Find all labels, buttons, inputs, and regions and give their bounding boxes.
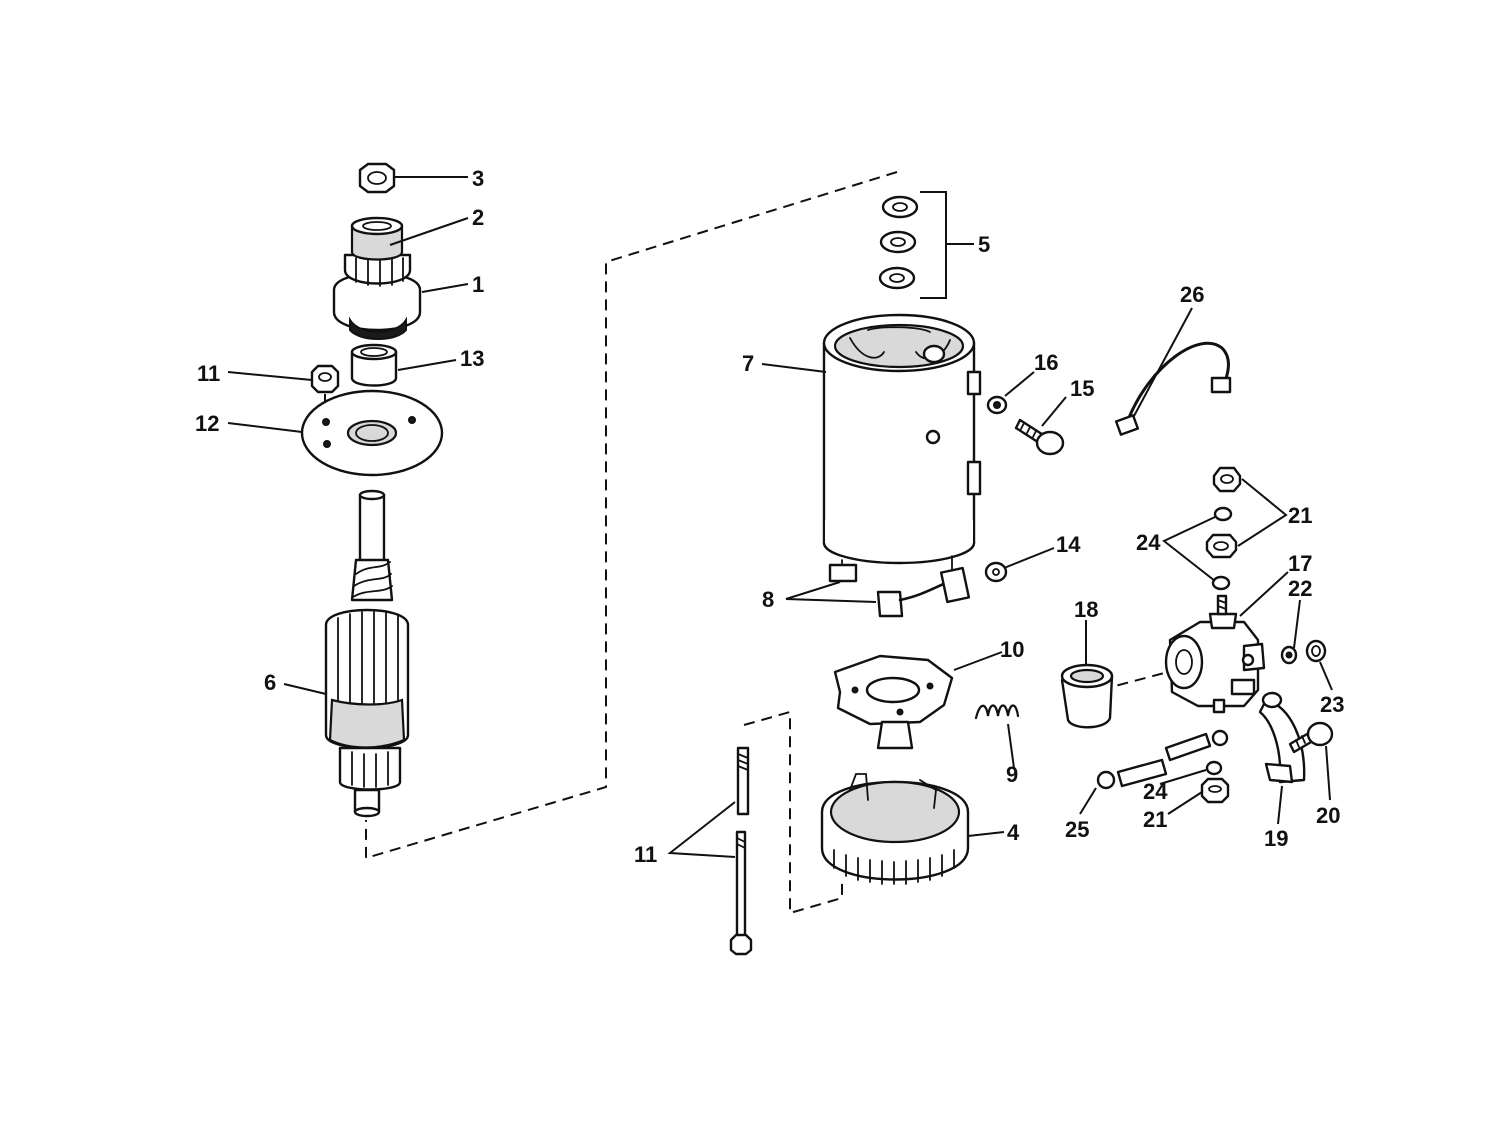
thrust-washers (878, 191, 947, 299)
assembly-dashed-lines (365, 171, 1169, 915)
through-bolts (729, 746, 753, 956)
callout-17: 17 (1288, 551, 1312, 576)
callout-23: 23 (1320, 692, 1344, 717)
callout-4: 4 (1007, 820, 1020, 845)
callout-7: 7 (742, 351, 754, 376)
callout-2: 2 (472, 205, 484, 230)
terminal-hardware-top (1205, 466, 1242, 591)
callout-19: 19 (1264, 826, 1288, 851)
terminal-washer-nut (1280, 639, 1327, 665)
mounting-bracket-and-screw (1258, 691, 1334, 784)
leader-lines (227, 176, 1333, 858)
starter-solenoid (1164, 594, 1266, 714)
spacer-bushing (350, 343, 398, 387)
small-nut-left (310, 364, 340, 418)
drive-nut (358, 162, 396, 194)
callout-14: 14 (1056, 532, 1081, 557)
callout-8: 8 (762, 587, 774, 612)
callout-11-upper: 11 (197, 361, 220, 386)
solenoid-boot (1060, 663, 1114, 729)
callout-24-lower: 24 (1143, 779, 1168, 804)
armature (324, 489, 410, 818)
callout-20: 20 (1316, 803, 1340, 828)
callout-11-lower: 11 (634, 842, 657, 867)
callout-15: 15 (1070, 376, 1094, 401)
lead-wire (1114, 341, 1232, 436)
brush-plate (833, 654, 954, 750)
callout-18: 18 (1074, 597, 1098, 622)
solenoid-link-hardware (1096, 729, 1230, 804)
callout-3: 3 (472, 166, 484, 191)
washer-and-bolt (986, 395, 1065, 456)
callout-1: 1 (472, 272, 484, 297)
brush-set (828, 561, 1008, 618)
callout-9: 9 (1006, 762, 1018, 787)
callout-13: 13 (460, 346, 484, 371)
callout-24-upper: 24 (1136, 530, 1161, 555)
callout-5: 5 (978, 232, 990, 257)
callout-16: 16 (1034, 350, 1058, 375)
callout-6: 6 (264, 670, 276, 695)
field-frame-housing (822, 313, 982, 581)
drive-pinion-assembly (332, 216, 422, 340)
callout-25: 25 (1065, 817, 1089, 842)
callout-26: 26 (1180, 282, 1204, 307)
callout-21-lower: 21 (1143, 807, 1167, 832)
callout-12: 12 (195, 411, 219, 436)
callout-21-upper: 21 (1288, 503, 1312, 528)
brush-spring (974, 704, 1020, 720)
end-cap (820, 773, 970, 885)
end-plate (300, 389, 444, 477)
callout-22: 22 (1288, 576, 1312, 601)
callout-labels: 1 2 3 4 5 6 7 8 9 10 11 11 12 13 14 15 1… (195, 166, 1344, 867)
callout-10: 10 (1000, 637, 1024, 662)
